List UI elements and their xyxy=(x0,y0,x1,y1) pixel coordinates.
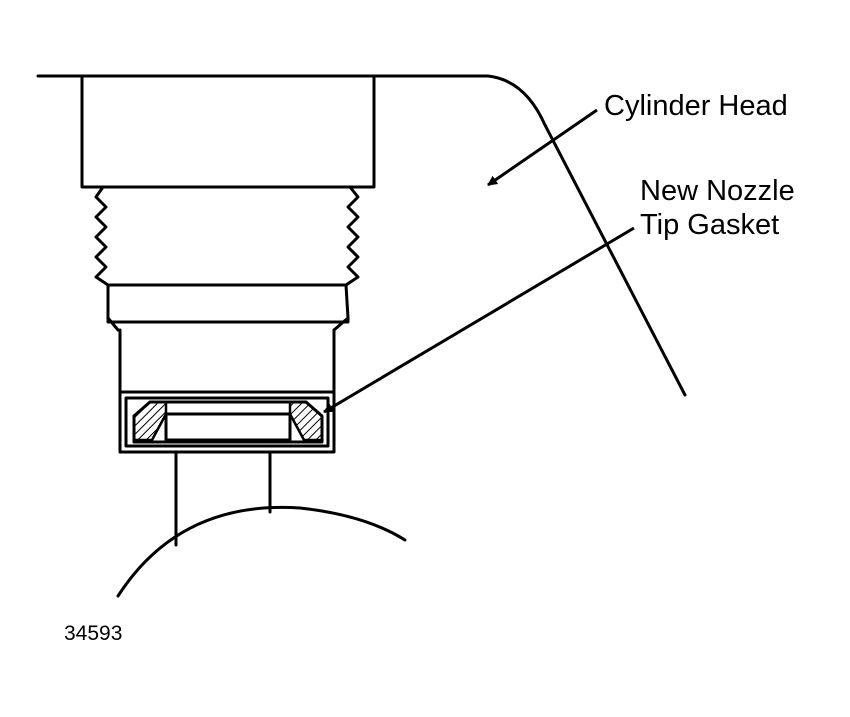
injector-hex-body xyxy=(80,75,376,189)
injector-lower-body xyxy=(118,328,336,394)
gasket-label-line1: New Nozzle xyxy=(640,175,795,207)
gasket-label-line2: Tip Gasket xyxy=(640,209,780,241)
gasket-arrow xyxy=(323,226,635,414)
figure-number: 34593 xyxy=(64,622,123,645)
thread-right xyxy=(344,185,360,287)
thread-left xyxy=(94,185,110,287)
cylinder-head-label: Cylinder Head xyxy=(604,90,788,122)
gasket-label: New Nozzle Tip Gasket xyxy=(640,174,795,242)
gasket-left-section xyxy=(132,400,168,442)
nozzle-stem xyxy=(174,450,272,547)
cylinder-head-surface xyxy=(36,74,687,397)
combustion-chamber xyxy=(116,505,407,598)
cylinder-head-arrow xyxy=(487,108,598,187)
gasket-housing xyxy=(118,390,336,454)
gasket-right-section xyxy=(288,400,324,442)
injector-shoulder xyxy=(106,283,350,324)
